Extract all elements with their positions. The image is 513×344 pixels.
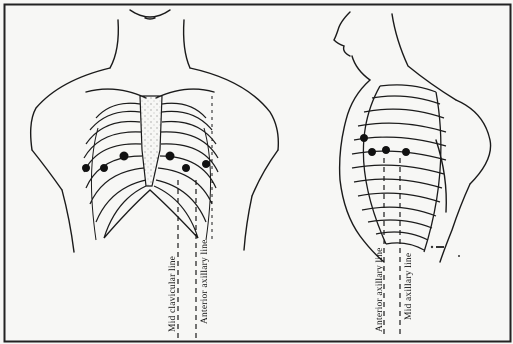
- electrode-dot-v6: [202, 160, 210, 168]
- electrode-dot-v2: [100, 164, 108, 172]
- figure-frame: [5, 5, 511, 342]
- right-shoulder: [190, 68, 278, 150]
- label-mid-axillary-line: Mid axillary line: [404, 253, 414, 320]
- chest-front: [340, 80, 384, 262]
- side-rib-cage: [352, 85, 446, 252]
- chin-outline: [130, 10, 170, 17]
- electrode-dot-side-c: [382, 146, 390, 154]
- label-anterior-axillary-line-side: Anterior axillary line: [375, 247, 385, 332]
- electrode-dot-v4: [166, 152, 175, 161]
- electrode-dot-side-d: [402, 148, 410, 156]
- face-profile: [334, 12, 350, 56]
- left-shoulder: [31, 68, 110, 150]
- label-anterior-axillary-line-front: Anterior axillary line: [200, 239, 210, 324]
- back-outline: [456, 100, 491, 184]
- arm-outline: [440, 184, 470, 262]
- electrode-dot-side-a: [360, 134, 368, 142]
- electrode-dot-v3: [120, 152, 129, 161]
- neck-back: [392, 14, 456, 100]
- sternum: [140, 96, 162, 186]
- neck-left: [110, 20, 118, 68]
- electrode-dot-side-b: [368, 148, 376, 156]
- side-reference-lines: [384, 158, 400, 338]
- side-view-torso: [334, 12, 491, 262]
- neck-right: [184, 20, 190, 68]
- left-clavicle: [86, 89, 146, 98]
- neck-front: [352, 56, 370, 80]
- electrode-dot-v1: [82, 164, 90, 172]
- right-clavicle: [156, 89, 214, 98]
- label-mid-clavicular-line: Mid clavicular line: [168, 256, 178, 332]
- electrode-dot-v5: [182, 164, 190, 172]
